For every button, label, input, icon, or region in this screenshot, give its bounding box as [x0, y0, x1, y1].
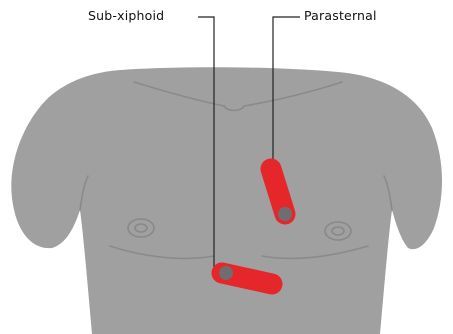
- parasternal-label: Parasternal: [304, 8, 377, 24]
- torso-silhouette: [11, 67, 442, 334]
- subxiphoid-label: Sub-xiphoid: [88, 8, 164, 24]
